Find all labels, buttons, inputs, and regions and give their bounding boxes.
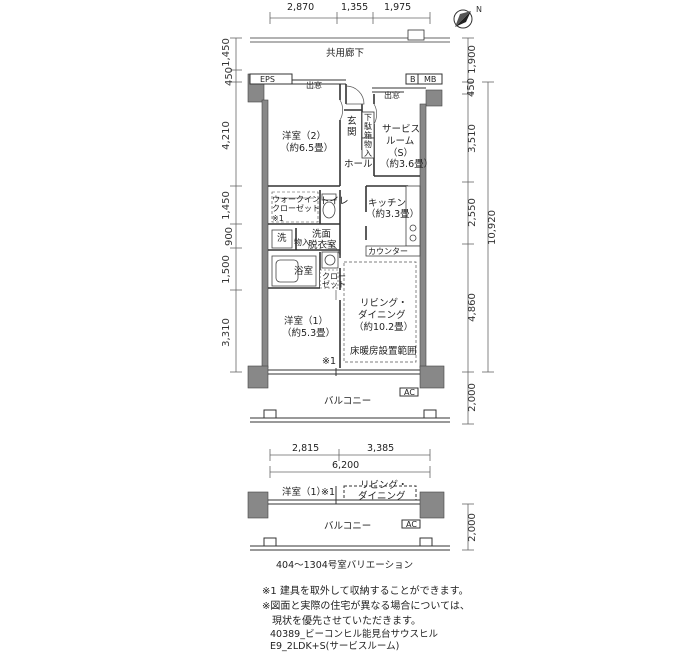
label-living-2: ダイニング	[358, 310, 406, 321]
dim-right-6: 4,860	[466, 293, 478, 322]
label-kitchen: キッチン	[368, 198, 407, 209]
label-service-room-s: （S）	[388, 148, 414, 159]
dim-left-1: 1,450	[220, 38, 232, 67]
footer-plan-type: E9_2LDK+S(サービスルーム)	[270, 641, 400, 652]
label-shoebox-3: 箱	[364, 131, 372, 140]
dim-top-1: 2,870	[287, 2, 315, 13]
dim-top-2: 1,355	[341, 2, 369, 13]
label-storage-2: 入	[364, 149, 372, 158]
label-bedroom2-size: （約6.5畳）	[280, 143, 334, 154]
dim-right-7: 2,000	[466, 383, 478, 412]
label-counter: カウンター	[368, 247, 408, 256]
label-mb: MB	[424, 75, 437, 84]
dim-right-2: 450	[466, 77, 478, 98]
label-closet-small-2: ゼット	[322, 280, 346, 289]
label-variation-balcony: バルコニー	[324, 521, 372, 532]
label-variation-bedroom: 洋室（1）	[282, 487, 327, 498]
label-note-mark-1: ※1	[272, 214, 284, 223]
dim-bottom-2: 3,385	[367, 443, 395, 454]
note-line-3: 現状を優先させていただきます。	[262, 616, 421, 627]
notes-block: ※1 建具を取外して収納することができます。 ※図面と実際の住宅が異なる場合につ…	[262, 584, 470, 629]
note-line-1: ※1 建具を取外して収納することができます。	[262, 586, 469, 597]
label-balcony: バルコニー	[324, 396, 372, 407]
label-entrance-1: 玄	[347, 116, 357, 127]
label-service-room-size: （約3.6畳）	[380, 159, 434, 170]
label-shoebox-1: 下	[364, 113, 372, 122]
label-ac: AC	[404, 388, 415, 397]
label-living: リビング・	[360, 298, 408, 309]
label-note-mark-bed: ※1	[322, 356, 337, 367]
dim-top-3: 1,975	[384, 2, 412, 13]
label-shoebox-2: 駄	[364, 122, 372, 131]
variation-caption: 404～1304号室バリエーション	[276, 560, 414, 571]
label-service-room: サービス	[382, 124, 421, 135]
dim-variation-right: 2,000	[466, 513, 478, 542]
label-variation-living-2: ダイニング	[358, 491, 406, 502]
label-b: B	[410, 75, 416, 84]
label-variation-living: リビング・	[360, 480, 408, 491]
label-wash: 洗	[277, 233, 287, 244]
dim-right-1: 1,900	[466, 45, 478, 74]
label-bedroom1-size: （約5.3畳）	[282, 328, 336, 339]
dim-left-6: 1,500	[220, 255, 232, 284]
dim-right-3: 3,510	[466, 124, 478, 153]
label-entrance-2: 関	[347, 127, 357, 138]
label-toilet: トイレ	[320, 196, 349, 207]
dim-bottom-1: 2,815	[292, 443, 320, 454]
label-walkin-2: クローゼット	[272, 204, 320, 213]
label-bay-window-left: 出窓	[306, 81, 322, 90]
north-arrow-icon: N	[453, 5, 482, 29]
dim-left-3: 4,210	[220, 121, 232, 150]
dim-left-2: 450	[224, 66, 236, 87]
footer-property-name: 40389_ビーコンヒル能見台サウスヒル	[270, 629, 438, 640]
label-living-size: （約10.2畳）	[354, 322, 414, 333]
label-service-room-2: ルーム	[386, 136, 415, 147]
dim-bottom-total: 6,200	[332, 460, 360, 471]
label-hall: ホール	[344, 159, 373, 170]
label-variation-note: ※1	[321, 487, 336, 498]
label-storage-1: 物	[364, 140, 372, 149]
label-bath: 浴室	[294, 266, 314, 277]
label-bedroom1: 洋室（1）	[284, 316, 329, 327]
footer-block: 40389_ビーコンヒル能見台サウスヒル E9_2LDK+S(サービスルーム)	[270, 629, 438, 653]
label-washroom-2: 脱衣室	[308, 240, 337, 251]
dim-right-4: 2,550	[466, 198, 478, 227]
label-walkin: ウォークイン	[272, 195, 320, 204]
dim-right-5: 10,920	[487, 210, 498, 245]
dim-left-4: 1,450	[220, 191, 232, 220]
note-line-2: ※図面と実際の住宅が異なる場合については、	[262, 601, 470, 612]
label-eps: EPS	[260, 75, 275, 84]
label-washroom: 洗面	[312, 229, 332, 240]
label-bedroom2: 洋室（2）	[282, 131, 327, 142]
dim-left-5: 900	[224, 226, 236, 247]
svg-text:N: N	[476, 5, 482, 14]
label-storage2: 物入	[294, 238, 310, 247]
label-closet-small: クロー	[322, 272, 346, 281]
dim-left-7: 3,310	[220, 318, 232, 347]
label-corridor: 共用廊下	[326, 48, 365, 59]
label-bay-window-right: 出窓	[384, 91, 400, 100]
label-floor-heating: 床暖房設置範囲	[350, 346, 417, 357]
label-variation-ac: AC	[406, 520, 417, 529]
label-kitchen-size: （約3.3畳）	[366, 209, 420, 220]
